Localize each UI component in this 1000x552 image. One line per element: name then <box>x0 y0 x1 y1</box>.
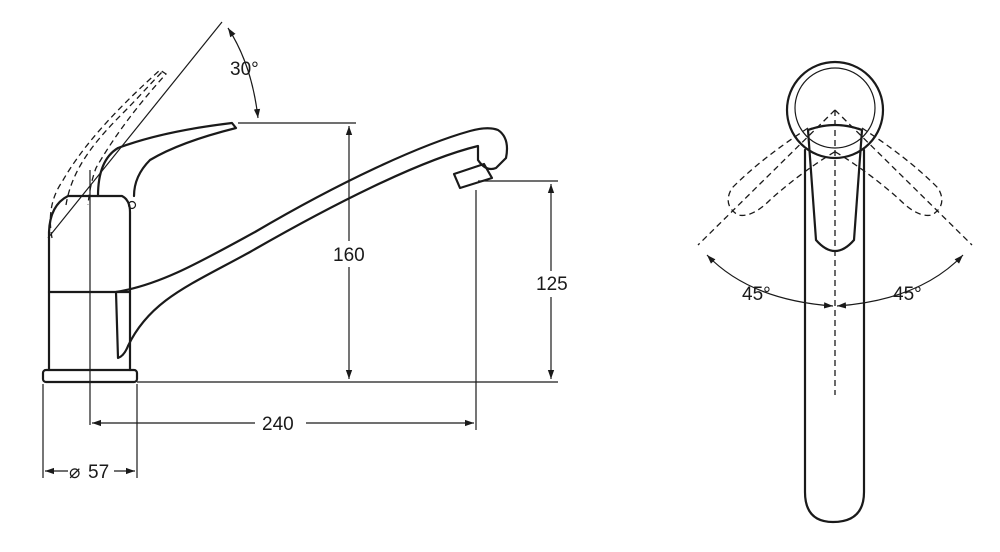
angle-arc <box>227 27 261 119</box>
height-spout-label-bg <box>533 271 575 297</box>
side-view: 30° 160 125 240 ⌀ 57 <box>41 21 575 483</box>
spout-top-view <box>803 148 866 524</box>
reach-label: 240 <box>262 414 294 435</box>
spout <box>114 127 509 360</box>
swing-left-label: 45° <box>742 284 771 305</box>
swing-line-right <box>834 109 973 246</box>
top-view: 45° 45° <box>697 60 973 524</box>
swing-arc-right <box>836 254 964 309</box>
swing-right-label: 45° <box>893 284 922 305</box>
lever-top-center <box>806 123 864 253</box>
lever-handle <box>96 121 238 198</box>
height-spout-label: 125 <box>536 274 568 295</box>
swing-line-left <box>697 109 836 246</box>
body-circle-top <box>785 60 885 160</box>
diameter-symbol: ⌀ <box>69 462 80 483</box>
body-circle-top-inner <box>794 67 876 149</box>
lever-top-right <box>831 127 943 217</box>
aerator <box>452 162 494 190</box>
angle-line-open <box>47 21 223 239</box>
pivot-bolt <box>127 200 137 210</box>
lever-top-left <box>727 127 839 217</box>
swing-arc-left <box>706 254 834 309</box>
height-total-label-bg <box>330 241 370 267</box>
angle-label: 30° <box>230 59 259 80</box>
diameter-label: 57 <box>88 462 109 483</box>
lever-handle-raised <box>49 69 167 239</box>
height-total-label: 160 <box>333 245 365 266</box>
